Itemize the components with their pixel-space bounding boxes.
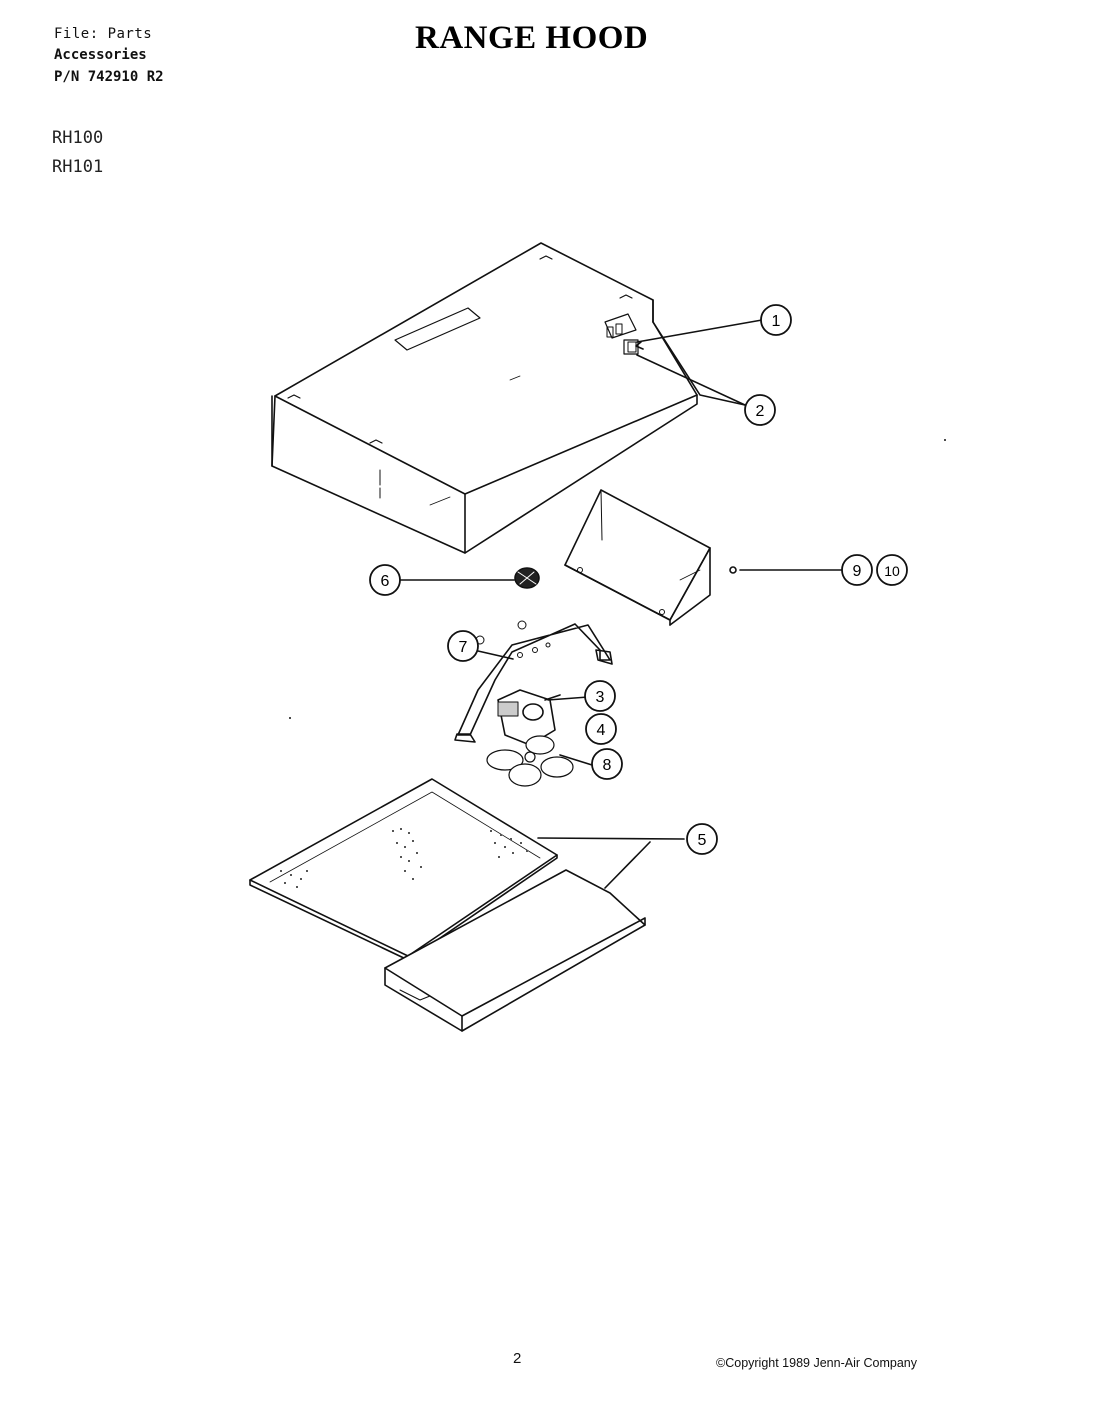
screw xyxy=(729,566,737,574)
arrow-head xyxy=(635,341,644,350)
callout-8: 8 xyxy=(591,748,623,780)
callout-label: 3 xyxy=(596,689,605,706)
callout-5: 5 xyxy=(686,823,718,855)
callout-label: 2 xyxy=(756,403,765,420)
control-switch xyxy=(606,323,637,353)
grease-filter xyxy=(249,778,558,961)
hood-body xyxy=(271,242,698,554)
callout-label: 6 xyxy=(381,573,390,590)
callout-9: 9 xyxy=(841,554,873,586)
blower-housing xyxy=(564,489,711,626)
category-label: Accessories xyxy=(54,47,147,63)
copyright-notice: ©Copyright 1989 Jenn-Air Company xyxy=(716,1356,917,1370)
callout-4: 4 xyxy=(585,713,617,745)
nut xyxy=(517,620,527,630)
callout-label: 10 xyxy=(884,563,900,579)
leader-line xyxy=(604,841,651,889)
fan-blade xyxy=(486,735,574,787)
leader-line xyxy=(559,754,593,766)
leader-line xyxy=(652,321,746,406)
leader-line xyxy=(636,319,763,343)
page-title: RANGE HOOD xyxy=(415,20,649,56)
callout-1: 1 xyxy=(760,304,792,336)
model-number: RH100 xyxy=(52,128,104,148)
part-number: P/N 742910 R2 xyxy=(54,69,164,85)
callout-label: 7 xyxy=(459,639,468,656)
model-number: RH101 xyxy=(52,157,104,177)
callout-label: 8 xyxy=(603,757,612,774)
callout-label: 5 xyxy=(698,832,707,849)
page-number: 2 xyxy=(513,1350,522,1367)
callout-label: 4 xyxy=(597,722,606,739)
fan-motor xyxy=(497,689,561,746)
file-label: File: Parts xyxy=(54,26,153,42)
callout-label: 1 xyxy=(772,313,781,330)
filter-mesh xyxy=(280,828,528,888)
callout-7: 7 xyxy=(447,630,479,662)
leader-line xyxy=(477,650,514,660)
motor-bracket xyxy=(454,623,613,743)
leader-line xyxy=(537,837,685,840)
callout-6: 6 xyxy=(369,564,401,596)
callout-10: 10 xyxy=(876,554,908,586)
lens-panel xyxy=(384,869,646,1032)
callout-3: 3 xyxy=(584,680,616,712)
control-knob xyxy=(514,567,540,589)
callout-label: 9 xyxy=(853,563,862,580)
leader-line xyxy=(547,696,589,701)
callout-2: 2 xyxy=(744,394,776,426)
